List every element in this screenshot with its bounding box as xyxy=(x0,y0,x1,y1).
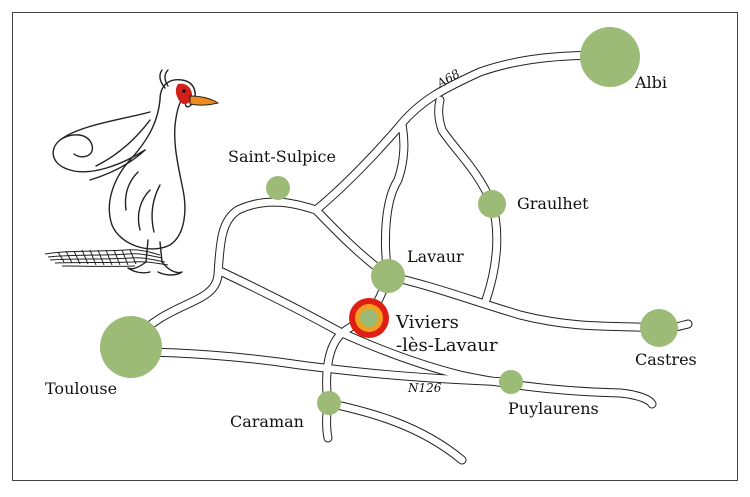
duck-feet xyxy=(127,261,183,276)
town-label-saint-sulpice: Saint-Sulpice xyxy=(228,147,336,166)
road-lavaur-a68 xyxy=(382,121,408,280)
town-label-viviers-line2: -lès-Lavaur xyxy=(396,335,498,356)
town-marker-lavaur[interactable] xyxy=(371,259,405,293)
town-label-caraman: Caraman xyxy=(230,412,304,431)
town-marker-saint-sulpice[interactable] xyxy=(266,176,290,200)
town-label-viviers-line1: Viviers xyxy=(395,312,459,333)
town-marker-caraman[interactable] xyxy=(317,391,341,415)
duck-head xyxy=(159,79,196,108)
town-label-graulhet: Graulhet xyxy=(517,194,589,213)
town-marker-castres[interactable] xyxy=(640,309,678,347)
duck-head-tuft xyxy=(159,69,169,89)
road-a68 xyxy=(130,51,614,344)
highlight-core xyxy=(360,309,378,327)
duck-legs xyxy=(145,239,163,263)
town-label-puylaurens: Puylaurens xyxy=(508,399,599,418)
town-marker-puylaurens[interactable] xyxy=(499,370,523,394)
town-marker-toulouse[interactable] xyxy=(100,316,162,378)
town-label-albi: Albi xyxy=(634,73,667,92)
duck-wing-trail xyxy=(89,119,151,181)
road-caraman-east xyxy=(324,399,466,464)
duck-wing-swirl xyxy=(52,111,151,173)
town-marker-graulhet[interactable] xyxy=(478,190,506,218)
duck-ground-scribble xyxy=(44,249,169,267)
town-label-castres: Castres xyxy=(635,350,697,369)
town-label-lavaur: Lavaur xyxy=(407,247,464,266)
duck-illustration xyxy=(44,69,220,276)
town-label-toulouse: Toulouse xyxy=(45,379,117,398)
duck-feathers xyxy=(124,171,161,233)
duck-eye xyxy=(182,89,186,93)
road-graulhet-a68 xyxy=(435,96,496,208)
town-marker-viviers-les-lavaur[interactable] xyxy=(349,298,389,338)
towns xyxy=(100,27,678,415)
duck-bill xyxy=(189,95,220,106)
town-marker-albi[interactable] xyxy=(580,27,640,87)
duck-body xyxy=(108,93,186,250)
duck-face-patch xyxy=(175,83,193,105)
road-label-n126: N126 xyxy=(407,381,442,395)
road-n126 xyxy=(218,268,656,408)
road-toulouse-puylaurens xyxy=(130,348,515,386)
map-frame xyxy=(12,12,738,481)
